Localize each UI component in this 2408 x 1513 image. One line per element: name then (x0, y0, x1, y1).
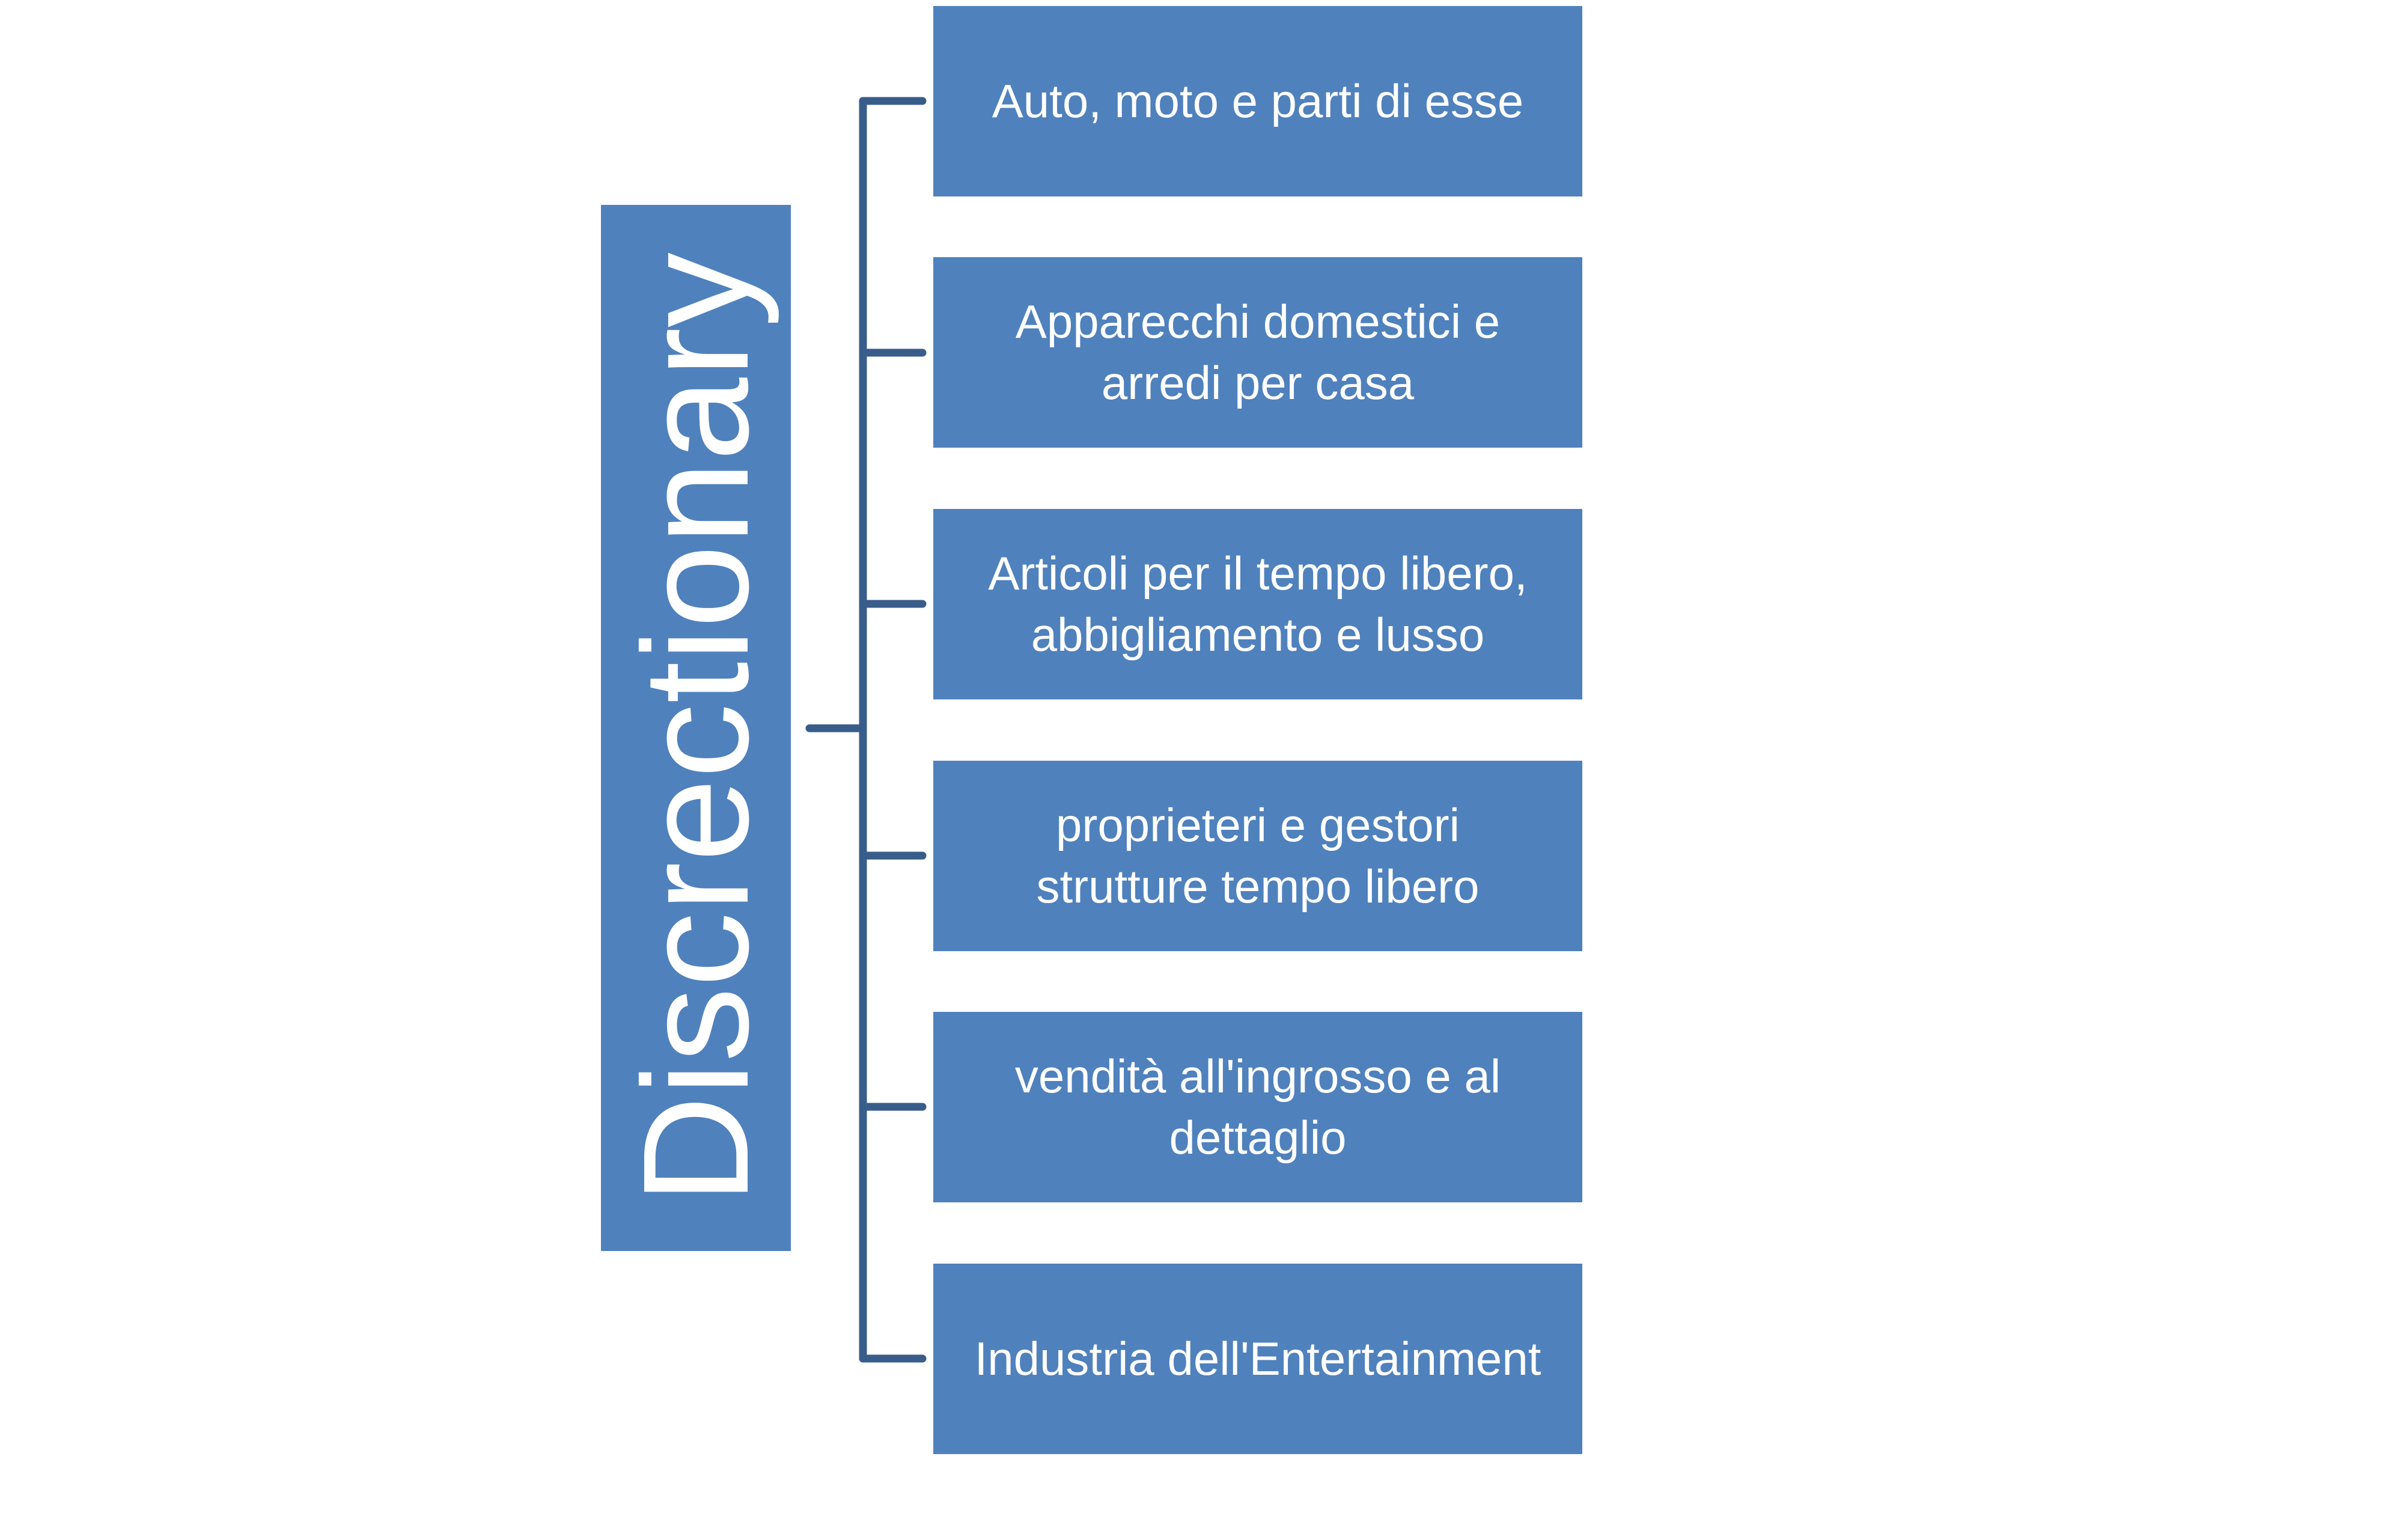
root-node-label: Discrectionary (612, 252, 779, 1204)
child-node-apparecchi-domestici: Apparecchi domestici e arredi per casa (933, 257, 1582, 448)
child-node-strutture-tempo-libero: proprieteri e gestori strutture tempo li… (933, 761, 1582, 951)
child-node-auto-moto: Auto, moto e parti di esse (933, 6, 1582, 196)
child-node-articoli-tempo-libero: Articoli per il tempo libero, abbigliame… (933, 509, 1582, 699)
child-node-entertainment: Industria dell'Entertainment (933, 1264, 1582, 1454)
child-node-vendita-ingrosso: vendità all'ingrosso e al dettaglio (933, 1012, 1582, 1202)
root-node: Discrectionary (601, 205, 791, 1251)
